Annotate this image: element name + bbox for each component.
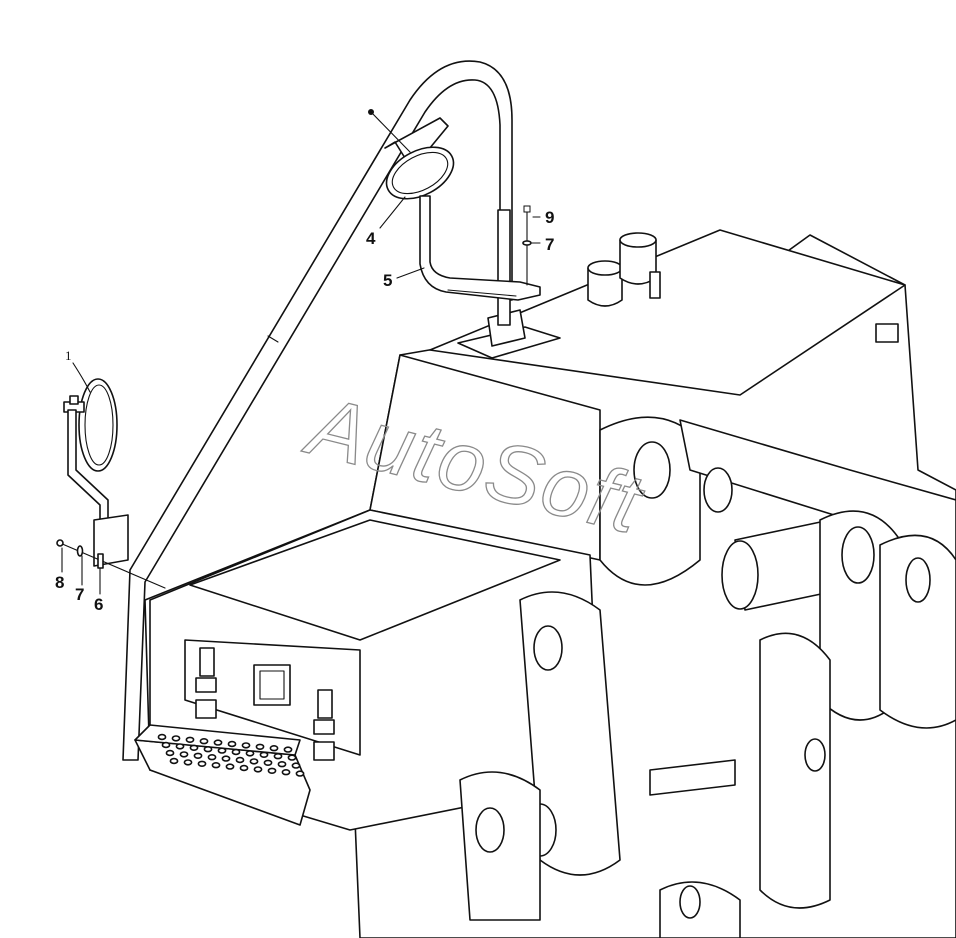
step-hole	[227, 740, 237, 748]
door-latch-left	[195, 647, 217, 719]
step-hole	[259, 751, 269, 758]
step-hole	[291, 762, 301, 769]
step-hole	[213, 739, 223, 746]
step-hole	[267, 767, 277, 774]
step-hole	[281, 768, 291, 776]
mirror-pole	[457, 209, 561, 359]
step-hole	[277, 760, 287, 768]
step-hole	[273, 752, 283, 760]
step-hole	[253, 766, 263, 773]
step-hole	[217, 747, 227, 754]
step-hole	[175, 743, 185, 750]
step-hole	[199, 737, 209, 745]
callout-7-lower: 7	[75, 585, 84, 604]
articulation-links	[459, 416, 956, 938]
step-hole	[203, 745, 213, 753]
callout-6: 6	[94, 595, 103, 614]
door-latch-right	[313, 689, 335, 761]
step-hole	[241, 742, 251, 749]
step-hole	[255, 743, 265, 750]
step-hole	[283, 746, 293, 753]
step-hole	[287, 754, 297, 761]
step-hole	[225, 763, 235, 770]
step-hole	[221, 755, 231, 762]
callout-leaders	[61, 196, 541, 595]
step-hole	[211, 761, 221, 769]
hardware-6-7-8-left	[56, 539, 166, 589]
step-hole	[269, 744, 279, 752]
step-hole	[169, 757, 179, 765]
callout-1: 1	[65, 348, 72, 363]
step-hole	[235, 756, 245, 764]
bolt-9-and-washer-7-upper	[522, 205, 532, 286]
step-plate	[134, 724, 311, 826]
step-hole	[185, 736, 195, 743]
step-hole	[183, 759, 193, 766]
callout-4: 4	[366, 229, 376, 248]
filler-neck	[587, 260, 623, 307]
step-hole	[193, 752, 203, 759]
step-hole	[161, 741, 171, 749]
step-hole	[263, 759, 273, 766]
step-hole	[249, 758, 259, 765]
deck-block	[875, 323, 899, 343]
step-hole	[231, 748, 241, 756]
mirror-upper-bracket	[419, 195, 541, 301]
step-hole	[179, 751, 189, 758]
step-hole	[207, 753, 217, 761]
step-hole	[239, 764, 249, 772]
step-hole	[197, 760, 207, 767]
step-hole	[157, 733, 167, 741]
cabinet-top	[189, 519, 561, 641]
step-hole	[171, 735, 181, 742]
step-hole	[165, 749, 175, 757]
cylinder-component	[619, 232, 661, 299]
step-hole	[245, 750, 255, 757]
mirror-upper	[368, 109, 455, 200]
callout-5: 5	[383, 271, 392, 290]
callout-7-upper: 7	[545, 235, 554, 254]
step-hole	[189, 744, 199, 751]
callout-9: 9	[545, 208, 554, 227]
callout-8: 8	[55, 573, 64, 592]
step-hole	[295, 770, 305, 777]
